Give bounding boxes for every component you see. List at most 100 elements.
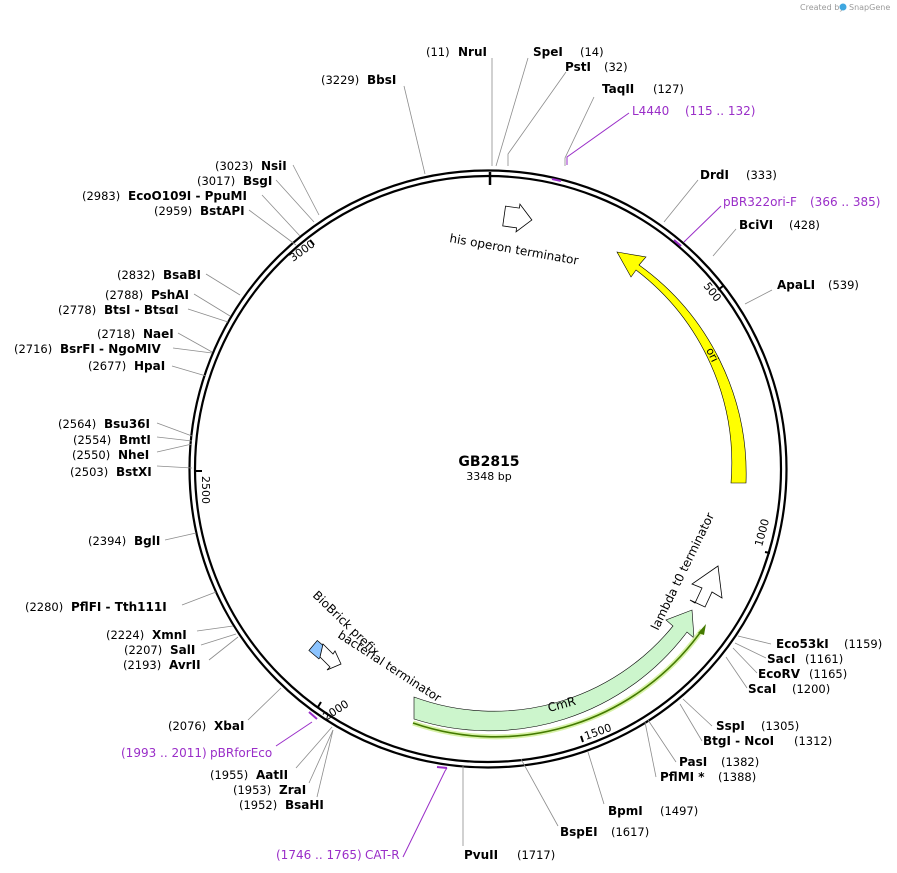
tick-mark-1000 [764,551,771,554]
site-position: (2959) [154,204,192,218]
site-label[interactable]: SacI (1161) [767,652,843,666]
site-label[interactable]: (1953)ZraI [233,783,306,797]
site-leader-line [647,719,677,763]
bacterial-terminator-feature[interactable] [319,643,342,671]
site-leader-lines [156,57,773,846]
site-label[interactable]: (2778)BtsI - BtsαI [58,303,179,317]
site-name: BtgI - NcoI [703,734,774,748]
site-leader-line [495,57,529,167]
site-label[interactable]: (2832)BsaBI [117,268,201,282]
site-label[interactable]: Eco53kI (1159) [776,637,882,651]
tick-label-2500: 2500 [199,476,212,504]
site-label[interactable]: PasI(1382) [679,755,759,769]
site-position: (1200) [792,682,830,696]
site-name: BsrFI - NgoMIV [60,342,161,356]
site-label[interactable]: (2788)PshAI [105,288,189,302]
site-position: (1617) [611,825,649,839]
site-label[interactable]: (1952)BsaHI [239,798,324,812]
site-leader-line [744,289,773,305]
site-label[interactable]: (2193)AvrII [123,658,201,672]
features: ori his operon terminator lambda t0 term… [308,202,747,740]
site-label[interactable]: (2564)Bsu36I [58,417,150,431]
site-label[interactable]: (2718)NaeI [97,327,174,341]
site-label[interactable]: (2983)EcoO109I - PpuMI [82,189,247,203]
primer-marker [308,711,318,720]
primer-label[interactable]: L4440 (115 .. 132) [632,104,755,118]
primer-label[interactable]: pBR322ori-F (366 .. 385) [723,195,880,209]
site-label[interactable]: SpeI(14) [533,45,604,59]
site-position: (1161) [805,652,843,666]
site-name: NaeI [143,327,174,341]
site-label[interactable]: BpmI(1497) [608,804,698,818]
site-label[interactable]: (3229)BbsI [321,73,396,87]
site-label[interactable]: ScaI(1200) [748,682,830,696]
site-label[interactable]: (2207)SalI [124,643,195,657]
lambda-t0-terminator-feature[interactable] [689,565,723,608]
site-position: (2224) [106,628,144,642]
site-position: (32) [604,60,628,74]
site-name: Eco53kI [776,637,829,651]
site-label[interactable]: (2959)BstAPI [154,204,245,218]
site-name: SacI [767,652,795,666]
site-leader-line [187,308,229,323]
site-label[interactable]: PvuII(1717) [464,848,555,862]
primer-leader-line [566,112,630,165]
site-position: (1312) [794,734,832,748]
site-leader-line [261,194,301,237]
site-label[interactable]: (3017) BsgI [197,174,272,188]
site-label[interactable]: (2076)XbaI [168,719,244,733]
site-name: BsaHI [285,798,324,812]
site-name: NheI [118,448,149,462]
site-leader-line [316,729,334,798]
site-label[interactable]: (2550)NheI [72,448,149,462]
primer-label[interactable]: (1993 .. 2011) pBRforEco [121,746,272,760]
site-label[interactable]: (2394)BglI [88,534,160,548]
site-name: ApaLI [777,278,815,292]
site-name: NsiI [261,159,287,173]
site-label[interactable]: (1955)AatII [210,768,288,782]
site-label[interactable]: SspI(1305) [716,719,799,733]
watermark-prefix: Created by [800,3,844,12]
site-position: (1955) [210,768,248,782]
site-leader-line [196,625,234,632]
site-label[interactable]: (2716)BsrFI - NgoMIV [14,342,161,356]
bacterial-terminator-label: bacterial terminator [335,628,443,705]
site-label[interactable]: (2280)PflFI - Tth111I [25,600,167,614]
primer-marker [551,178,562,182]
site-name: BsgI [243,174,272,188]
site-label[interactable]: TaqII(127) [602,82,684,96]
site-label[interactable]: (11)NruI [426,45,487,59]
ori-feature[interactable] [616,251,747,484]
cmr-orf-arrowhead [698,624,706,635]
site-label[interactable]: PflMI *(1388) [660,770,756,784]
site-label[interactable]: BspEI(1617) [560,825,649,839]
site-label[interactable]: (2677)HpaI [88,359,165,373]
site-position: (2983) [82,189,120,203]
site-label[interactable]: EcoRV(1165) [758,667,847,681]
cmr-orf-arc[interactable] [412,629,703,738]
site-label[interactable]: BciVI(428) [739,218,820,232]
site-position: (3017) [197,174,235,188]
site-position: (428) [789,218,820,232]
site-leader-line [734,642,767,659]
site-position: (1159) [844,637,882,651]
primer-label[interactable]: (1746 .. 1765) CAT-R [276,848,400,862]
site-name: SpeI [533,45,563,59]
site-leader-line [712,228,737,257]
site-label[interactable]: DrdI(333) [700,168,777,182]
site-label[interactable]: (2554)BmtI [73,433,151,447]
site-label[interactable]: ApaLI(539) [777,278,859,292]
site-label[interactable]: PstI(32) [565,60,628,74]
site-leader-line [181,591,217,606]
site-label[interactable]: BtgI - NcoI (1312) [703,734,832,748]
site-position: (3229) [321,73,359,87]
plasmid-name: GB2815 [458,454,519,470]
site-leader-line [507,71,567,166]
site-position: (2193) [123,658,161,672]
site-label[interactable]: (3023)NsiI [215,159,287,173]
site-position: (11) [426,45,450,59]
his-operon-terminator-feature[interactable] [502,202,534,234]
site-label[interactable]: (2503)BstXI [70,465,152,479]
site-name: EcoRV [758,667,801,681]
site-label[interactable]: (2224)XmnI [106,628,187,642]
